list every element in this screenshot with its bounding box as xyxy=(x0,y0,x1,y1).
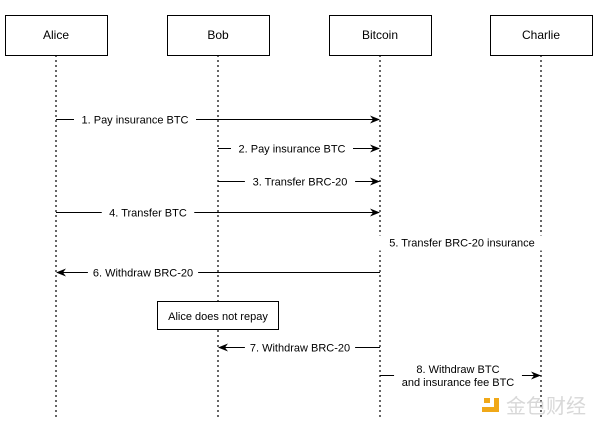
message-label: 4. Transfer BTC xyxy=(109,208,187,220)
note-label: Alice does not repay xyxy=(168,311,268,323)
actor-bitcoin: Bitcoin xyxy=(329,15,432,56)
actor-box xyxy=(167,15,270,56)
message-4: 4. Transfer BTC xyxy=(56,205,380,221)
label-background xyxy=(377,235,547,251)
watermark: 金色财经 xyxy=(482,394,586,418)
actor-box xyxy=(329,15,432,56)
label-background xyxy=(394,362,522,390)
actor-alice: Alice xyxy=(5,15,108,56)
note-alice-does-not-repay: Alice does not repay xyxy=(157,301,279,330)
message-5: 5. Transfer BRC-20 insurance xyxy=(377,235,547,251)
message-1: 1. Pay insurance BTC xyxy=(56,112,380,128)
actor-label: Bob xyxy=(207,28,229,42)
label-background xyxy=(74,112,196,128)
actor-bob: Bob xyxy=(167,15,270,56)
message-2: 2. Pay insurance BTC xyxy=(218,141,380,157)
message-label: 2. Pay insurance BTC xyxy=(239,144,346,156)
watermark-text: 金色财经 xyxy=(506,394,586,418)
logo-dot-icon xyxy=(484,398,490,403)
message-label: 8. Withdraw BTC xyxy=(416,364,499,376)
note-box xyxy=(157,301,279,330)
message-label: 6. Withdraw BRC-20 xyxy=(93,268,193,280)
actor-box xyxy=(5,15,108,56)
label-background xyxy=(231,141,353,157)
message-3: 3. Transfer BRC-20 xyxy=(218,174,380,190)
logo-bar-icon xyxy=(494,398,499,412)
message-label: 1. Pay insurance BTC xyxy=(82,115,189,127)
message-label: 5. Transfer BRC-20 insurance xyxy=(389,238,535,250)
message-6: 6. Withdraw BRC-20 xyxy=(56,265,380,281)
actor-charlie: Charlie xyxy=(490,15,593,56)
message-7: 7. Withdraw BRC-20 xyxy=(218,340,380,356)
actor-label: Alice xyxy=(43,28,69,42)
label-background xyxy=(244,174,356,190)
label-background xyxy=(244,340,356,356)
label-background xyxy=(101,205,195,221)
message-label: and insurance fee BTC xyxy=(402,377,515,389)
logo-base-icon xyxy=(482,407,499,412)
actor-box xyxy=(490,15,593,56)
label-background xyxy=(87,265,199,281)
message-label: 3. Transfer BRC-20 xyxy=(253,177,348,189)
message-label: 7. Withdraw BRC-20 xyxy=(250,343,350,355)
actor-label: Bitcoin xyxy=(362,28,398,42)
actor-label: Charlie xyxy=(522,28,560,42)
